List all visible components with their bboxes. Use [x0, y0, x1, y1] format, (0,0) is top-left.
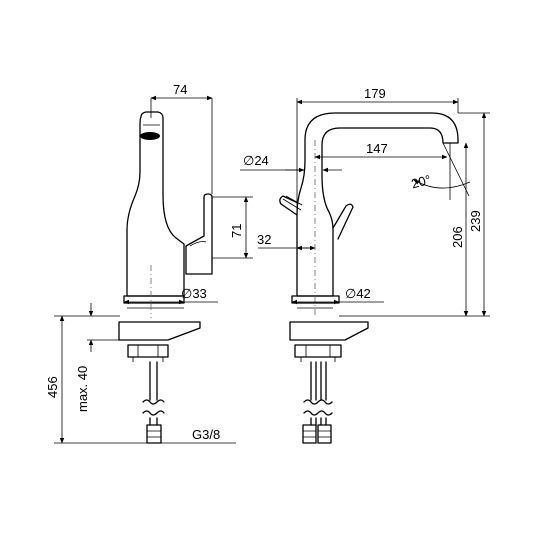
dim-32-label: 32	[257, 232, 271, 247]
dim-max40-label: max. 40	[75, 366, 90, 412]
front-mounting-nut	[294, 344, 342, 358]
side-mounting-plate	[118, 321, 201, 341]
dim-206-label: 206	[450, 226, 465, 248]
front-view: 179 147 ∅24 20° 32 ∅42 206 239	[240, 86, 490, 444]
front-lever-right	[332, 203, 354, 240]
front-body-outline	[296, 112, 459, 297]
dim-71-label: 71	[229, 224, 244, 238]
dim-239-label: 239	[468, 210, 483, 232]
side-supply-hose	[149, 361, 158, 426]
side-body-outline	[126, 111, 185, 297]
front-hose-fitting-right	[317, 424, 332, 444]
dim-d24-label: ∅24	[243, 153, 269, 168]
dim-d42-label: ∅42	[345, 286, 371, 301]
front-hose-fitting-left	[302, 424, 317, 444]
dim-74-label: 74	[173, 82, 187, 97]
front-supply-hoses	[310, 361, 327, 426]
dim-d33-label: ∅33	[181, 286, 207, 301]
angle-20-label: 20°	[410, 172, 433, 192]
front-lever	[279, 195, 299, 216]
side-hose-fitting	[146, 424, 162, 444]
thread-label: G3/8	[192, 427, 220, 442]
spout-aerator	[140, 132, 160, 140]
side-lever	[185, 193, 213, 275]
dim-456-label: 456	[45, 376, 60, 398]
dim-147-label: 147	[366, 141, 388, 156]
side-view: 74 71 ∅33 456 max. 40 G3/8	[45, 82, 253, 444]
dim-179-label: 179	[364, 86, 386, 101]
side-mounting-nut	[127, 344, 169, 358]
front-mounting-plate	[289, 321, 369, 341]
